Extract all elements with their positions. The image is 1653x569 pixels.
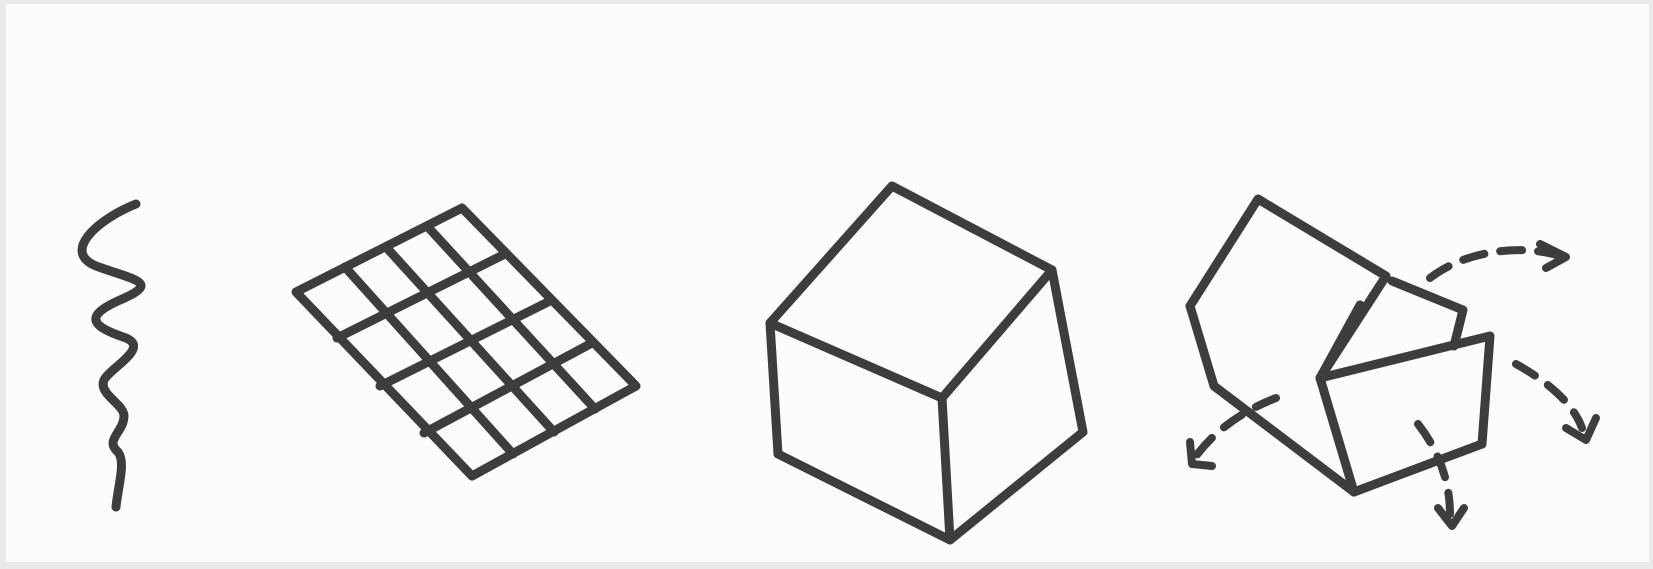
squiggle-line-icon — [82, 204, 141, 507]
grid-plane-icon — [296, 208, 636, 476]
exploding-box-icon — [1190, 199, 1596, 526]
cube-icon — [770, 186, 1083, 540]
